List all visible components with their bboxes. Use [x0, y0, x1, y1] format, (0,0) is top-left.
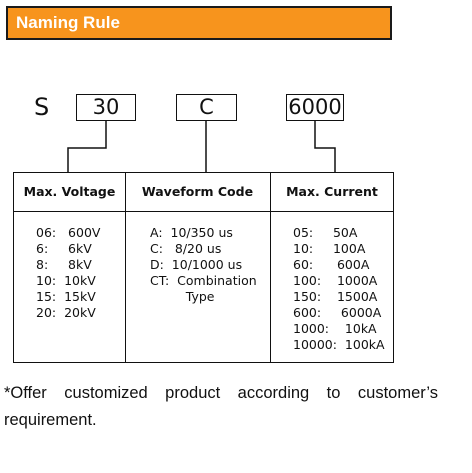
header-max-current: Max. Current — [286, 184, 378, 199]
section-title-bar: Naming Rule — [6, 6, 392, 40]
voltage-entry: 06: 600V — [36, 225, 101, 240]
section-title: Naming Rule — [16, 13, 120, 32]
current-entry: 05: 50A — [293, 225, 358, 240]
naming-spec-table: Max. Voltage Waveform Code Max. Current … — [13, 172, 394, 363]
waveform-code-box: C — [176, 94, 237, 121]
current-entry: 10000: 100kA — [293, 337, 385, 352]
header-waveform-code: Waveform Code — [141, 184, 254, 199]
current-entry: 60: 600A — [293, 257, 370, 272]
header-max-voltage: Max. Voltage — [23, 184, 116, 199]
waveform-entry: A: 10/350 us — [150, 225, 233, 240]
current-entry: 150: 1500A — [293, 289, 378, 304]
waveform-entry: CT: Combination — [150, 273, 257, 288]
voltage-list: 06: 600V 6: 6kV 8: 8kV 10: 10kV 15: 15kV… — [36, 225, 100, 321]
current-code-box: 6000 — [286, 94, 344, 121]
current-list: 05: 50A 10: 100A 60: 600A 100: 1000A 150… — [293, 225, 385, 353]
voltage-code-box: 30 — [76, 94, 136, 121]
voltage-entry: 10: 10kV — [36, 273, 96, 288]
customization-footnote: *Offer customized product according to c… — [4, 384, 438, 429]
waveform-list: A: 10/350 us C: 8/20 us D: 10/1000 us CT… — [150, 225, 257, 305]
waveform-entry: C: 8/20 us — [150, 241, 222, 256]
current-entry: 10: 100A — [293, 241, 366, 256]
current-connector — [314, 121, 336, 172]
code-prefix: S — [34, 93, 50, 121]
current-entry: 1000: 10kA — [293, 321, 377, 336]
waveform-entry: D: 10/1000 us — [150, 257, 243, 272]
column-divider — [125, 173, 126, 362]
waveform-entry: Type — [150, 289, 215, 304]
header-divider — [14, 211, 393, 212]
voltage-connector — [67, 121, 107, 172]
voltage-entry: 20: 20kV — [36, 305, 96, 320]
current-entry: 100: 1000A — [293, 273, 378, 288]
voltage-entry: 15: 15kV — [36, 289, 96, 304]
current-entry: 600: 6000A — [293, 305, 382, 320]
voltage-entry: 6: 6kV — [36, 241, 92, 256]
voltage-entry: 8: 8kV — [36, 257, 92, 272]
column-divider — [270, 173, 271, 362]
